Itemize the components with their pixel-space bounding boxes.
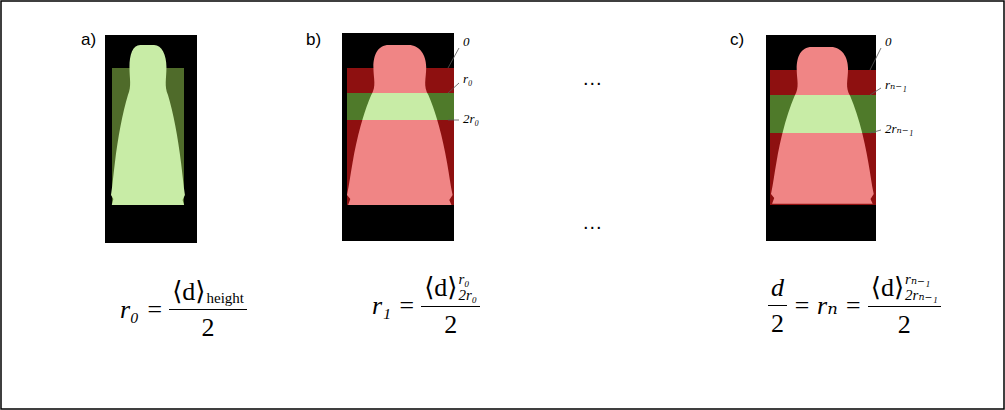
selected-band	[770, 95, 876, 133]
formula-text: r₀ =	[120, 295, 163, 325]
panel-tag: c)	[730, 31, 744, 48]
formula-text: ⟨d⟩	[424, 272, 457, 303]
fraction: ⟨d⟩ r₀ 2r₀ 2	[421, 272, 480, 340]
ellipsis: ...	[583, 212, 603, 232]
formula-text: 2	[444, 310, 457, 339]
superscript: r₀	[459, 272, 478, 288]
row-tick: 2r₀	[463, 112, 479, 125]
formula-text: r₁ =	[372, 291, 415, 321]
subscript: height	[207, 291, 245, 307]
fraction: d 2	[768, 273, 787, 339]
formula-text: ⟨d⟩	[871, 272, 904, 303]
row-tick: 0	[885, 35, 892, 48]
panel-tag: b)	[306, 31, 321, 48]
panel-tag: a)	[81, 31, 96, 48]
formula-text: 2	[771, 309, 784, 338]
formula-text: ⟨d⟩	[172, 276, 205, 307]
fraction: ⟨d⟩ height 2	[169, 276, 247, 343]
image-background	[342, 33, 454, 241]
formula: r₁ = ⟨d⟩ r₀ 2r₀ 2	[372, 272, 486, 340]
denominator: 2	[898, 307, 911, 340]
fraction: ⟨d⟩ rₙ₋₁ 2rₙ₋₁ 2	[868, 272, 941, 340]
formula-text: = rₙ =	[793, 290, 862, 321]
denominator: 2	[202, 310, 215, 343]
scripts: r₀ 2r₀	[459, 272, 478, 304]
ellipsis: ...	[583, 68, 603, 88]
leader-lines	[448, 48, 459, 120]
denominator: 2	[771, 306, 784, 339]
image-background	[766, 35, 876, 241]
scripts: rₙ₋₁ 2rₙ₋₁	[905, 272, 938, 304]
formula: r₀ = ⟨d⟩ height 2	[120, 276, 253, 343]
row-tick: 2rₙ₋₁	[885, 122, 913, 135]
formula: d 2 = rₙ = ⟨d⟩ rₙ₋₁ 2rₙ₋₁ 2	[762, 272, 947, 340]
silhouette	[771, 47, 874, 204]
row-tick: rₙ₋₁	[885, 78, 907, 91]
row-tick: 0	[463, 35, 470, 48]
silhouette	[111, 45, 185, 205]
selected-band	[347, 93, 454, 120]
numerator: ⟨d⟩ r₀ 2r₀	[421, 272, 480, 307]
subscript: 2rₙ₋₁	[905, 288, 938, 304]
numerator: ⟨d⟩ height	[169, 276, 247, 310]
subscript: 2r₀	[459, 288, 478, 304]
numerator: ⟨d⟩ rₙ₋₁ 2rₙ₋₁	[868, 272, 941, 307]
superscript: rₙ₋₁	[905, 272, 938, 288]
formula-text: 2	[202, 313, 215, 342]
silhouette	[347, 45, 453, 205]
scripts: height	[207, 277, 245, 307]
image-background	[105, 35, 197, 243]
formula-text: 2	[898, 310, 911, 339]
leader-lines	[870, 48, 881, 133]
formula-text: d	[771, 273, 784, 303]
numerator: d	[768, 273, 787, 306]
denominator: 2	[444, 307, 457, 340]
row-tick: r₀	[463, 72, 473, 85]
